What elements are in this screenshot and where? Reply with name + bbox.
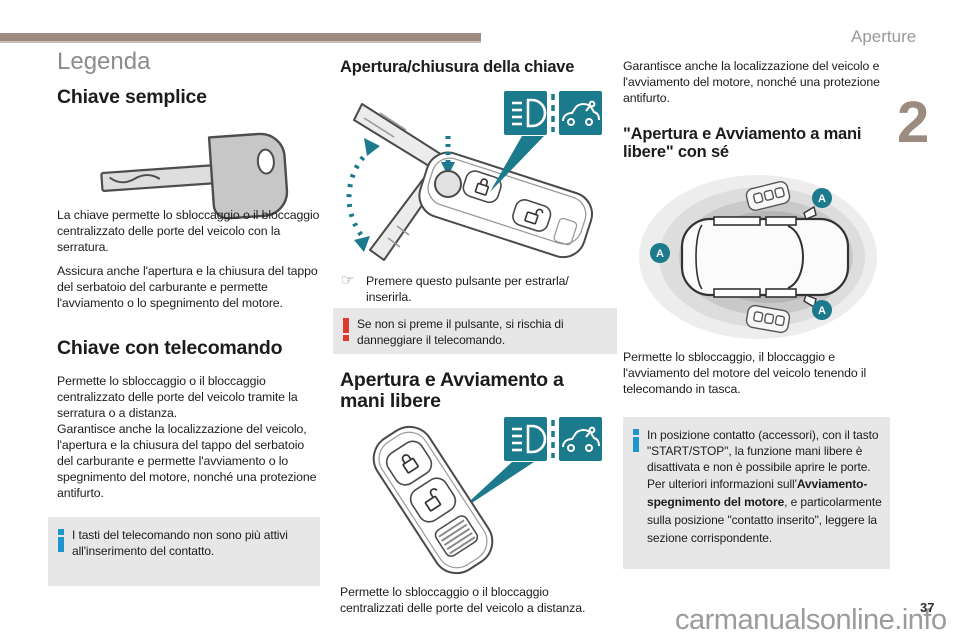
section-title-mani-libere: Apertura e Avviamento a mani libere bbox=[340, 369, 564, 412]
info-note-text: I tasti del telecomando non sono più att… bbox=[72, 528, 288, 558]
chapter-number: 2 bbox=[897, 90, 930, 155]
zone-a-badge bbox=[812, 300, 832, 320]
body-paragraph: Garantisce anche la localizzazione del v… bbox=[623, 59, 880, 105]
body-paragraph: Permette lo sbloccaggio o il bloccaggio … bbox=[57, 374, 298, 420]
zone-a-badge bbox=[812, 188, 832, 208]
info-icon bbox=[57, 529, 64, 552]
warning-icon bbox=[342, 318, 349, 341]
flip-key-illustration bbox=[346, 91, 602, 261]
zone-a-badge bbox=[650, 243, 670, 263]
info-note-box: In posizione contatto (accessori), con i… bbox=[623, 417, 890, 569]
warning-note-text: Se non si preme il pulsante, si rischia … bbox=[357, 317, 564, 347]
running-header: Aperture bbox=[851, 27, 917, 46]
info-note-bold: Avviamento-spegnimento del motore bbox=[647, 477, 868, 509]
body-paragraph: Assicura anche l'apertura e la chiusura … bbox=[57, 264, 318, 310]
body-paragraph: Permette lo sbloccaggio, il bloccaggio e… bbox=[623, 350, 867, 396]
instruction-text: Premere questo pulsante per estrarla/ in… bbox=[366, 274, 569, 304]
warning-note-box: Se non si preme il pulsante, si rischia … bbox=[333, 308, 617, 354]
watermark: carmanualsonline.info bbox=[675, 604, 947, 636]
info-note-text: In posizione contatto (accessori), con i… bbox=[647, 427, 884, 547]
info-note-line: In posizione contatto (accessori), con i… bbox=[647, 428, 879, 474]
section-title-chiave-semplice: Chiave semplice bbox=[57, 86, 207, 108]
zone-a-badge-label: A bbox=[818, 305, 826, 317]
legend-title: Legenda bbox=[57, 48, 151, 75]
zone-a-badge-label: A bbox=[818, 193, 826, 205]
section-title-mani-libere-con-se: "Apertura e Avviamento a mani libere" co… bbox=[623, 125, 862, 161]
pointer-hand-icon: ☞ bbox=[341, 272, 355, 289]
handsfree-zone-illustration: A A A bbox=[639, 175, 877, 339]
section-title-apertura-chiusura: Apertura/chiusura della chiave bbox=[340, 58, 575, 76]
info-icon bbox=[632, 429, 639, 452]
body-paragraph: Garantisce anche la localizzazione del v… bbox=[57, 422, 317, 500]
smart-key-illustration bbox=[372, 417, 602, 575]
zone-a-badge-label: A bbox=[656, 248, 664, 260]
body-paragraph-group: Permette lo sbloccaggio o il bloccaggio … bbox=[57, 373, 321, 501]
section-title-chiave-telecomando: Chiave con telecomando bbox=[57, 337, 283, 359]
info-note-box: I tasti del telecomando non sono più att… bbox=[48, 517, 320, 586]
instruction-line: ☞ Premere questo pulsante per estrarla/ … bbox=[341, 273, 599, 305]
simple-key-illustration bbox=[100, 132, 289, 220]
page-number: 37 bbox=[920, 600, 935, 615]
chapter-top-bar bbox=[0, 33, 481, 43]
body-paragraph: Permette lo sbloccaggio o il bloccaggio … bbox=[340, 585, 586, 615]
body-paragraph: La chiave permette lo sbloccaggio o il b… bbox=[57, 208, 320, 254]
info-note-line: Per ulteriori informazioni sull' bbox=[647, 477, 797, 491]
info-note-line: , e particolarmente sulla posizione "con… bbox=[647, 495, 882, 545]
